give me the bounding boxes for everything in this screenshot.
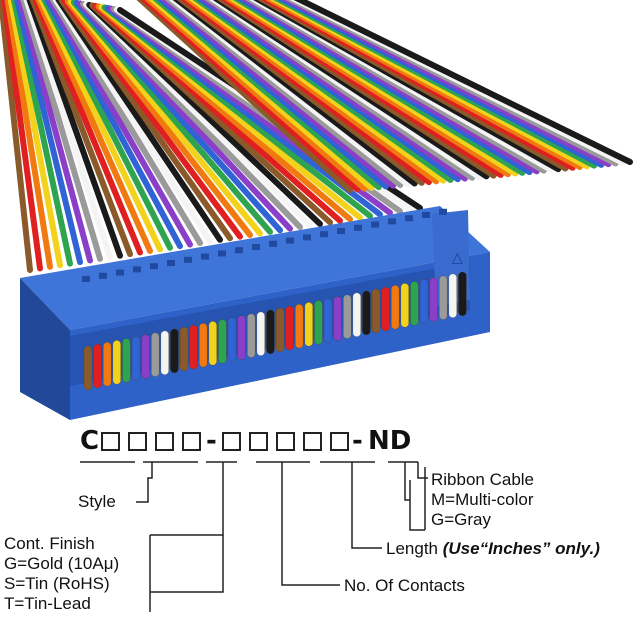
code-box bbox=[155, 432, 174, 451]
length-note: (Use“Inches” only.) bbox=[442, 539, 600, 558]
contacts-code-box bbox=[222, 432, 241, 451]
cable-option: G=Gray bbox=[431, 510, 491, 529]
svg-text:△: △ bbox=[452, 250, 463, 266]
part-number-dash: - bbox=[206, 426, 217, 456]
part-number-dash: - bbox=[352, 426, 363, 456]
style-label: Style bbox=[78, 492, 116, 511]
bracket-lines bbox=[80, 461, 428, 612]
cable-code-box bbox=[330, 432, 349, 451]
ribbon-cable-right bbox=[136, 0, 633, 193]
part-number-prefix: C bbox=[80, 426, 100, 456]
cable-option: M=Multi-color bbox=[431, 490, 534, 509]
contact-finish-legend: Cont. Finish G=Gold (10Aμ) S=Tin (RoHS) … bbox=[4, 534, 119, 614]
finish-option: S=Tin (RoHS) bbox=[4, 574, 110, 593]
contacts-label: No. Of Contacts bbox=[344, 576, 465, 595]
idc-connector: △ bbox=[20, 206, 490, 420]
part-number-suffix: ND bbox=[368, 426, 412, 456]
length-label: Length bbox=[386, 539, 438, 558]
finish-option: T=Tin-Lead bbox=[4, 594, 91, 613]
contacts-code-box bbox=[249, 432, 268, 451]
finish-title: Cont. Finish bbox=[4, 534, 95, 553]
finish-option: G=Gold (10Aμ) bbox=[4, 554, 120, 573]
cable-title: Ribbon Cable bbox=[431, 470, 535, 489]
ribbon-cable-legend: Ribbon Cable M=Multi-color G=Gray bbox=[431, 470, 534, 530]
code-box bbox=[182, 432, 201, 451]
length-code-box bbox=[303, 432, 322, 451]
style-code-box bbox=[128, 432, 147, 451]
finish-code-box bbox=[101, 432, 120, 451]
length-legend: Length (Use“Inches” only.) bbox=[386, 539, 600, 559]
length-code-box bbox=[276, 432, 295, 451]
